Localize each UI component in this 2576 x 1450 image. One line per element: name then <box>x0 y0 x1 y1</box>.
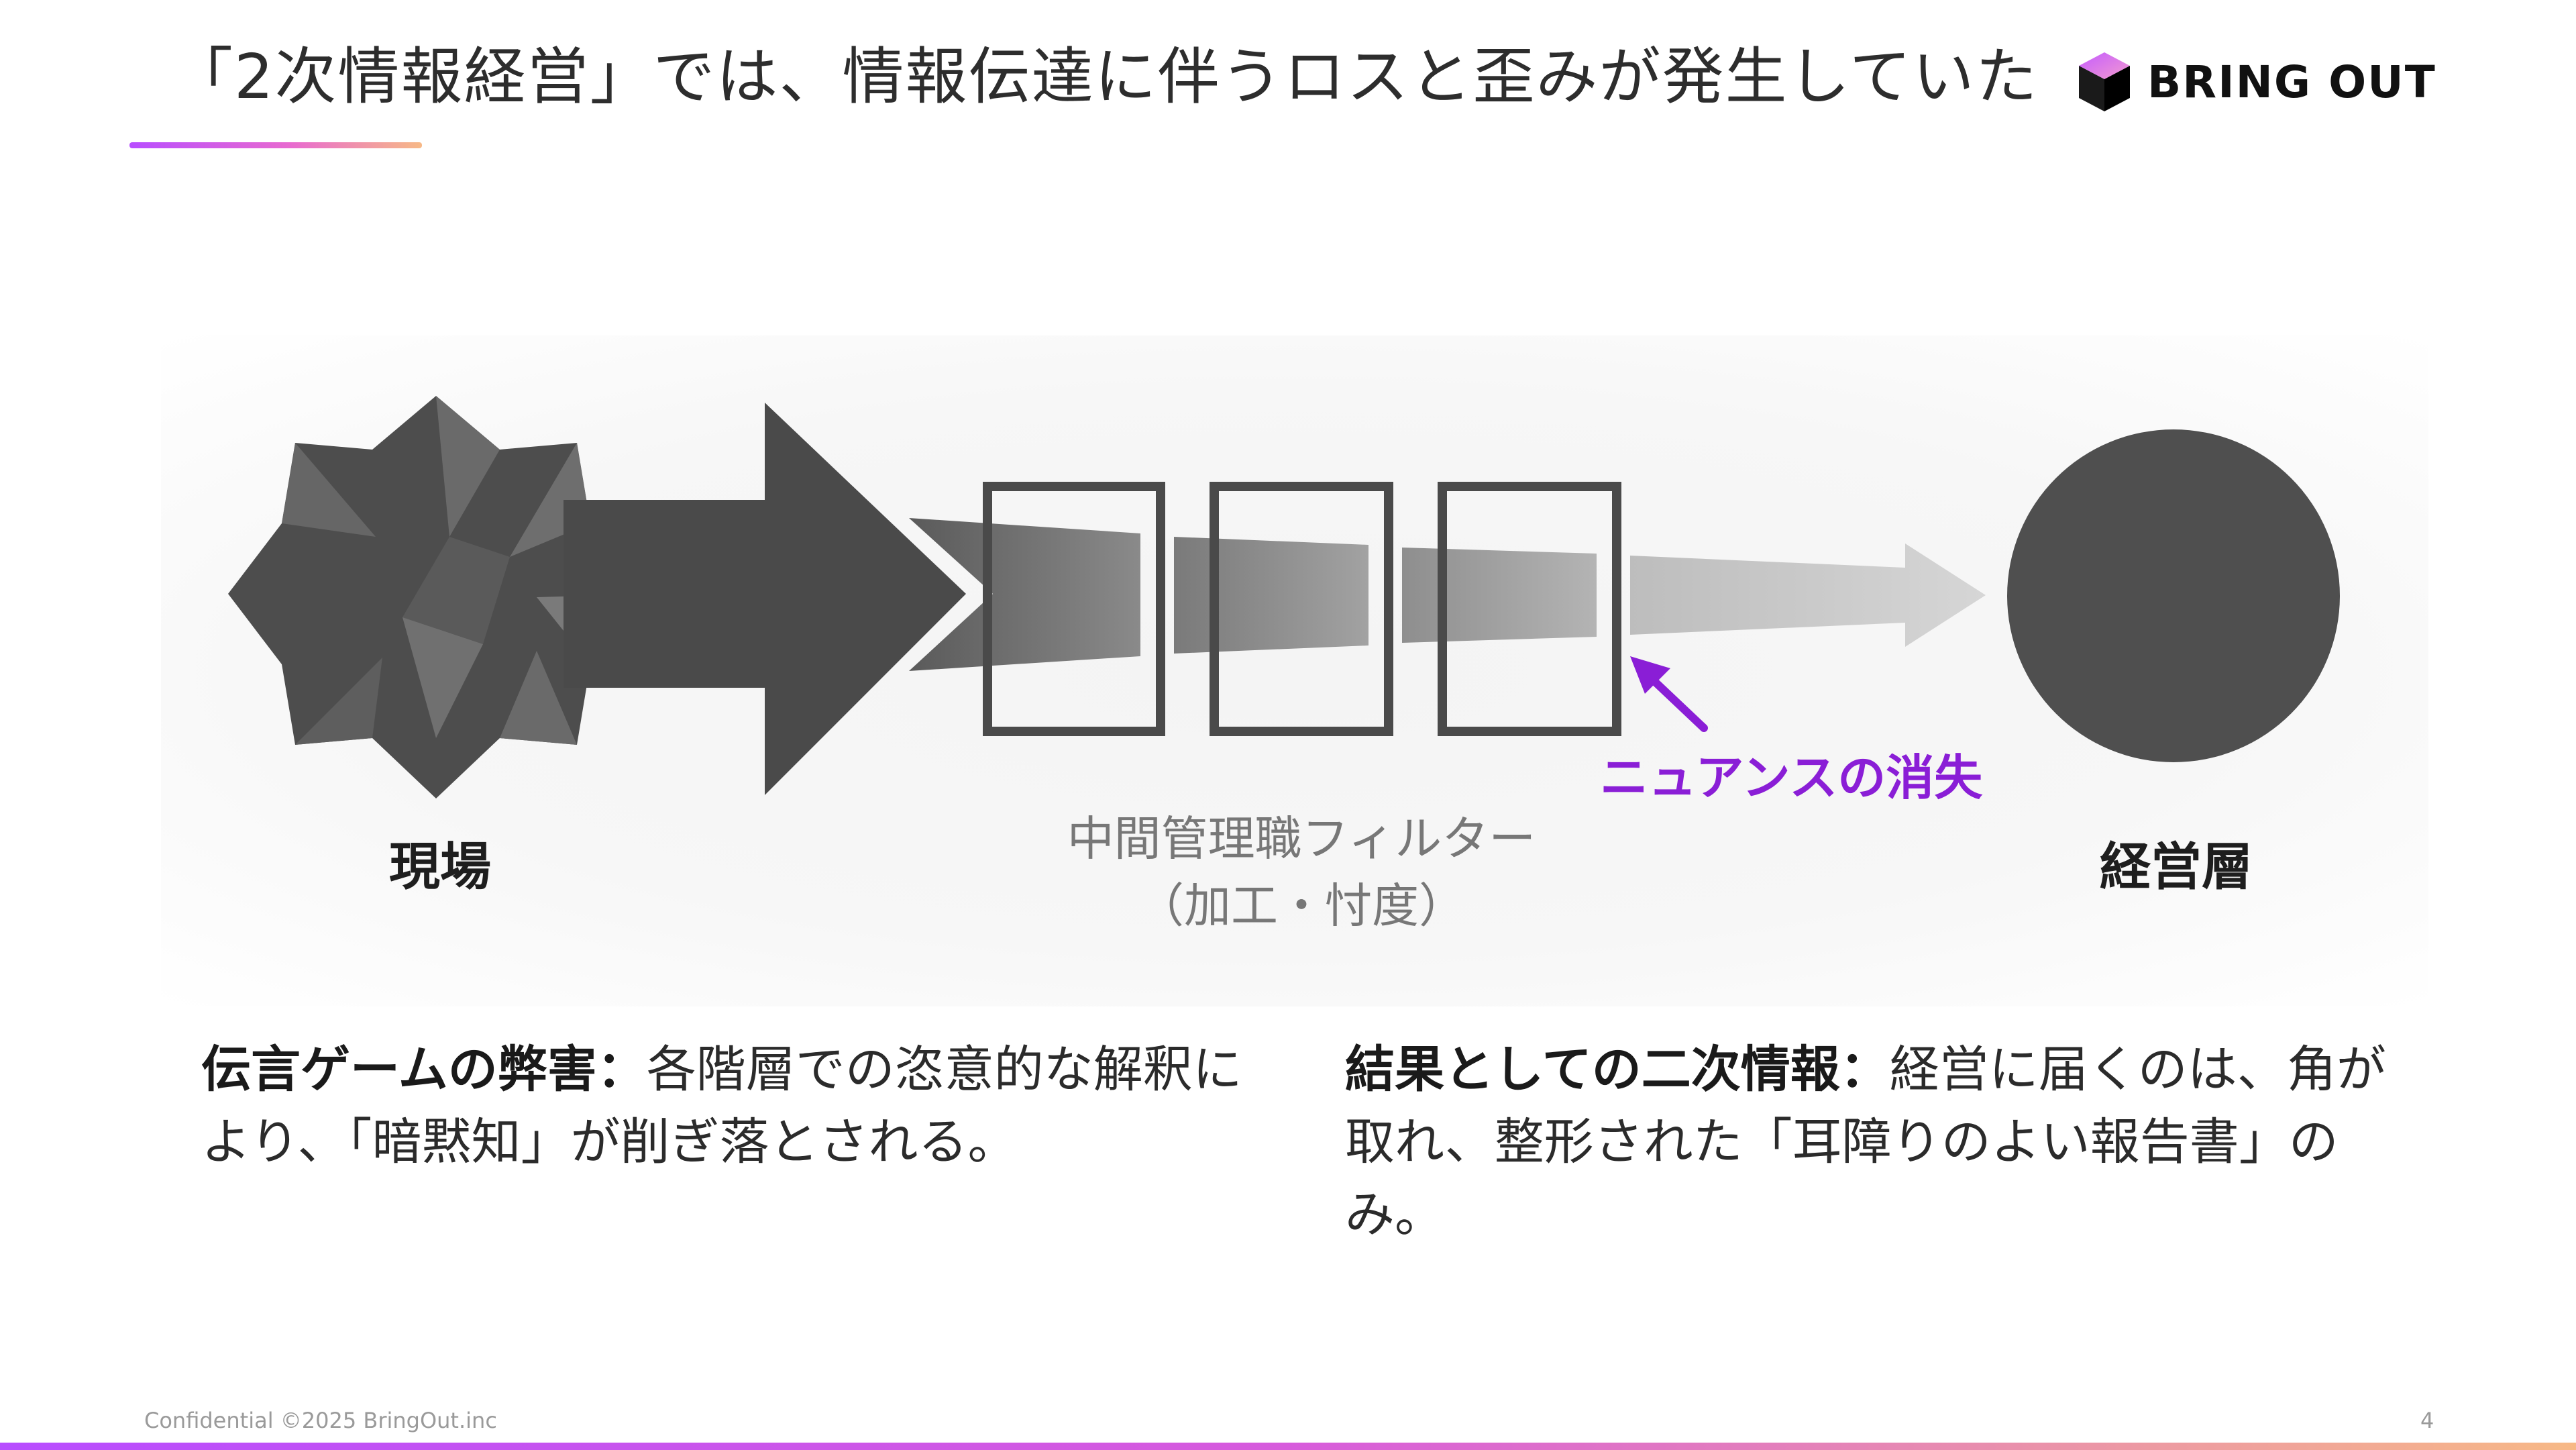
slide-title: 「2次情報経営」では、情報伝達に伴うロスと歪みが発生していた <box>171 41 2039 113</box>
footer-confidential: Confidential ©2025 BringOut.inc <box>144 1408 497 1433</box>
caption-right-text: 経営に届くのは、角が取れ、整形された「耳障りのよい報告書」のみ。 <box>1345 1041 2386 1243</box>
source-label: 現場 <box>389 837 491 896</box>
caption-left-heading: 伝言ゲームの弊害： <box>201 1041 647 1098</box>
caption-left-text: 各階層での恣意的な解釈により、「暗黙知」が削ぎ落とされる。 <box>201 1041 1242 1171</box>
bottom-gradient-bar <box>0 1443 2576 1450</box>
caption-left: 伝言ゲームの弊害：各階層での恣意的な解釈により、「暗黙知」が削ぎ落とされる。 <box>201 1033 1288 1178</box>
cube-icon <box>2079 52 2130 111</box>
caption-right-heading: 結果としての二次情報： <box>1345 1041 1890 1098</box>
information-flow-diagram: 現場 中間管理職フィルター （加工・忖度） ニュアンスの消失 経営層 <box>161 335 2428 1006</box>
diagram-graphic <box>228 396 2340 798</box>
filter-label-line1: 中間管理職フィルター <box>1067 811 1536 866</box>
field-star-shape <box>228 396 657 798</box>
beam-segment-3 <box>1402 548 1597 643</box>
beam-segment-2 <box>1174 537 1368 654</box>
filter-label-line2: （加工・忖度） <box>1137 878 1466 933</box>
filter-box-3 <box>1438 482 1621 736</box>
page-number: 4 <box>2420 1408 2434 1433</box>
large-arrow <box>564 403 966 795</box>
caption-right: 結果としての二次情報：経営に届くのは、角が取れ、整形された「耳障りのよい報告書」… <box>1345 1033 2432 1251</box>
filter-box-1 <box>983 482 1165 736</box>
management-circle <box>2007 429 2340 762</box>
filter-box-2 <box>1210 482 1393 736</box>
beam-segment-4 <box>1630 543 1986 647</box>
nuance-pointer-arrow <box>1630 656 1708 732</box>
logo-text: BRING OUT <box>2147 56 2436 108</box>
nuance-label: ニュアンスの消失 <box>1600 749 1983 806</box>
brand-logo: BRING OUT <box>2076 48 2436 115</box>
filter-label: 中間管理職フィルター （加工・忖度） <box>1033 805 1570 939</box>
beam-segment-1 <box>909 518 1140 671</box>
title-underline <box>129 142 422 148</box>
target-label: 経営層 <box>2100 837 2253 896</box>
